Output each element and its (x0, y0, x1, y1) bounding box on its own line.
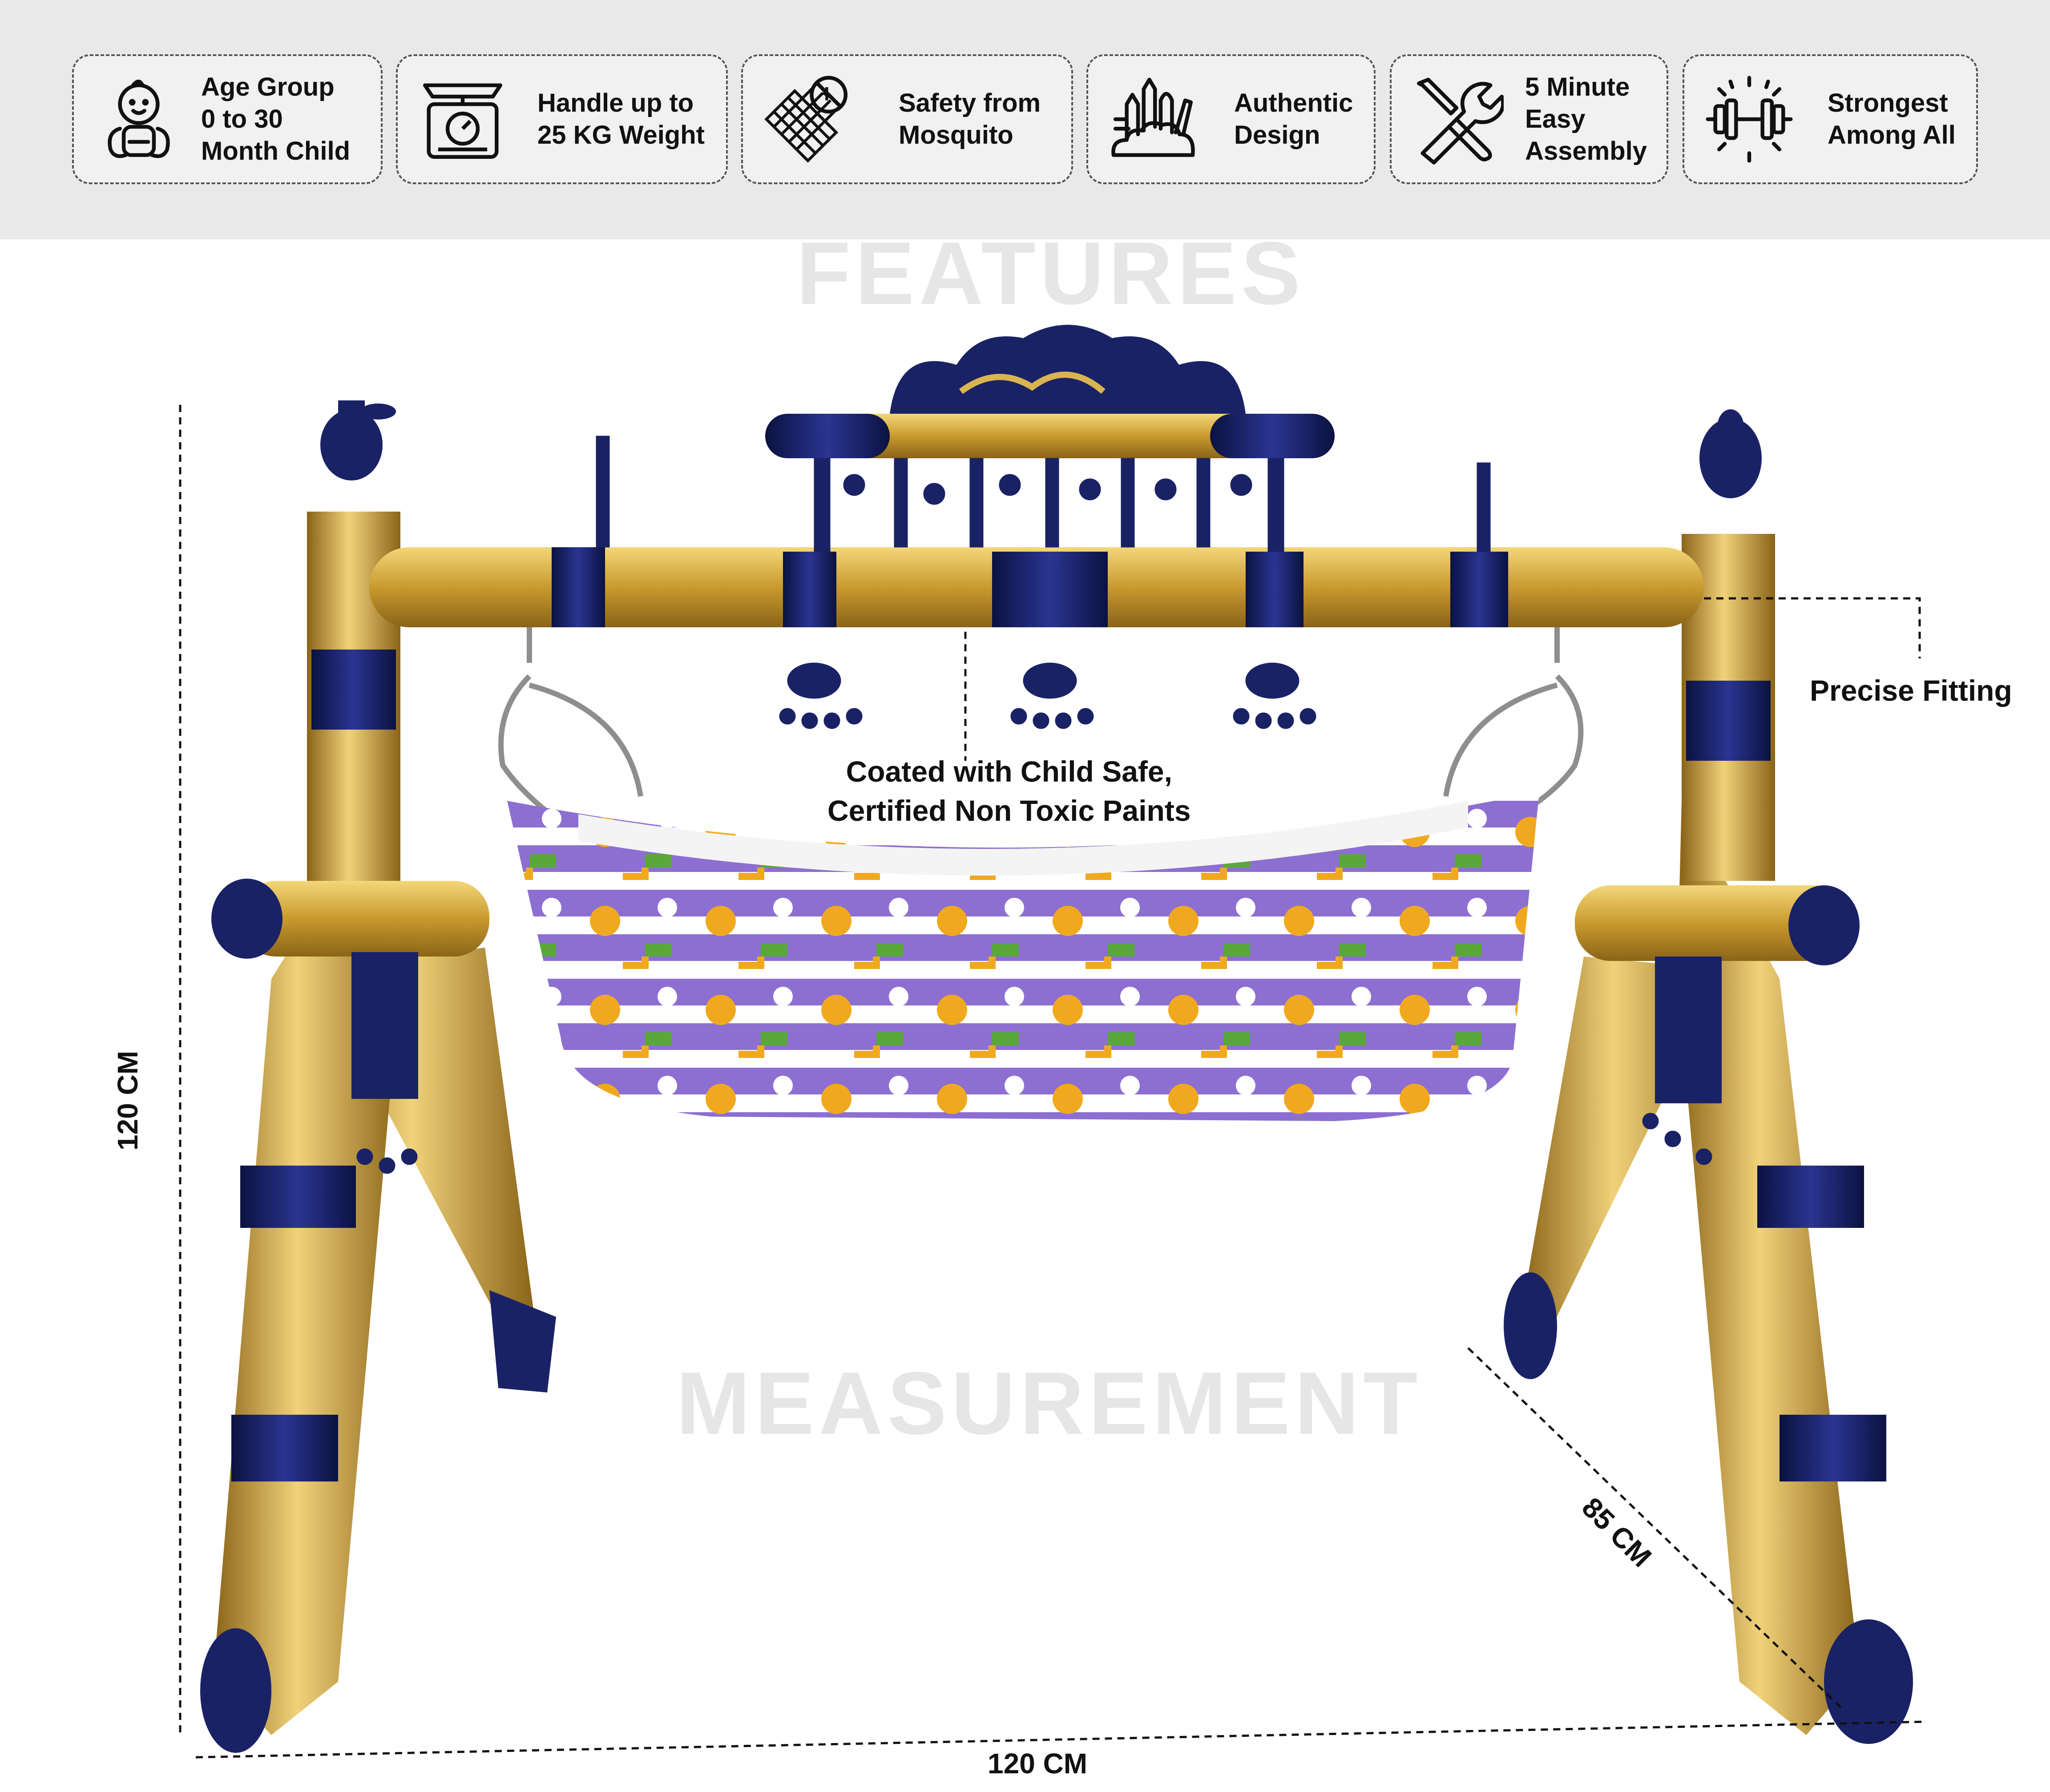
right-stand (1504, 409, 1913, 1744)
art-tools-icon (1106, 72, 1200, 166)
feature-text: 5 Minute Easy Assembly (1525, 71, 1647, 167)
feature-line: Authentic (1234, 89, 1353, 117)
feature-card-age: Age Group 0 to 30 Month Child (72, 54, 383, 184)
fitting-callout: Precise Fitting (1810, 674, 2012, 707)
dimension-lines (179, 405, 1927, 1759)
weighing-scale-icon (416, 72, 510, 166)
hanging-bells (356, 436, 1712, 1174)
feature-line: Mosquito (899, 121, 1013, 149)
fabric-cradle (507, 792, 1539, 1121)
feature-line: Handle up to (537, 89, 694, 117)
feature-text: Handle up to 25 KG Weight (537, 87, 705, 151)
hanging-hooks (498, 627, 1584, 821)
crest (765, 325, 1335, 458)
feature-card-weight: Handle up to 25 KG Weight (396, 54, 728, 184)
paint-callout: Coated with Child Safe, Certified Non To… (827, 752, 1191, 830)
baby-icon (92, 72, 186, 166)
dumbbell-icon (1702, 72, 1796, 166)
feature-text: Authentic Design (1234, 87, 1353, 151)
feature-line: Easy (1525, 105, 1586, 133)
feature-line: Assembly (1525, 137, 1647, 165)
features-watermark: FEATURES (796, 224, 1305, 323)
wrench-screwdriver-icon (1409, 72, 1505, 166)
feature-line: Design (1234, 121, 1320, 149)
feature-line: Safety from (899, 89, 1041, 117)
feature-card-assembly: 5 Minute Easy Assembly (1390, 54, 1668, 184)
left-stand (200, 400, 556, 1753)
feature-line: Age Group (201, 73, 335, 101)
height-dimension-label: 120 CM (112, 1050, 144, 1151)
width-dimension-label: 120 CM (988, 1748, 1088, 1780)
feature-card-mosquito: Safety from Mosquito (741, 54, 1073, 184)
feature-line: Among All (1828, 121, 1956, 149)
feature-text: Strongest Among All (1828, 87, 1956, 151)
feature-line: 0 to 30 (201, 105, 283, 133)
mosquito-net-icon (761, 72, 855, 166)
measurement-watermark: MEASUREMENT (676, 1354, 1422, 1453)
paint-callout-line: Coated with Child Safe, (846, 755, 1172, 788)
feature-line: Month Child (201, 137, 351, 165)
feature-line: Strongest (1828, 89, 1948, 117)
paint-callout-line: Certified Non Toxic Paints (827, 794, 1191, 827)
feature-card-design: Authentic Design (1086, 54, 1376, 184)
feature-line: 5 Minute (1525, 73, 1630, 101)
feature-text: Safety from Mosquito (899, 87, 1041, 151)
feature-card-strength: Strongest Among All (1683, 54, 1978, 184)
feature-text: Age Group 0 to 30 Month Child (201, 71, 350, 167)
top-beam (369, 547, 1704, 627)
feature-line: 25 KG Weight (537, 121, 705, 149)
